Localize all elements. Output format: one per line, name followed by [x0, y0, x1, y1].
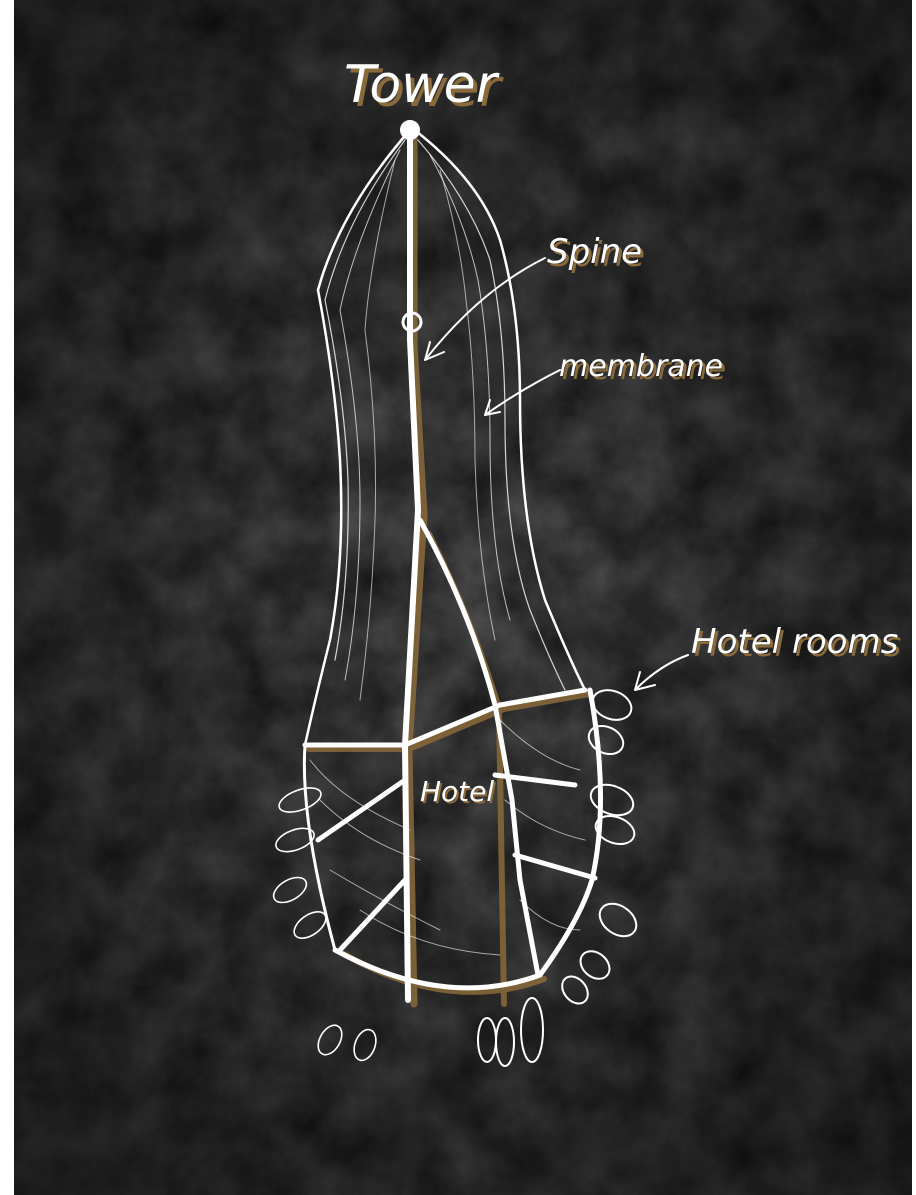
spine-label: Spine: [547, 232, 642, 272]
title-label: Tower: [344, 55, 501, 115]
hotel-rooms-label: Hotel rooms: [691, 622, 898, 662]
membrane-label: membrane: [559, 349, 723, 384]
left-border: [0, 0, 14, 1195]
hotel-label: Hotel: [420, 775, 494, 808]
spine-top-node: [401, 121, 419, 139]
vignette: [14, 0, 912, 1195]
